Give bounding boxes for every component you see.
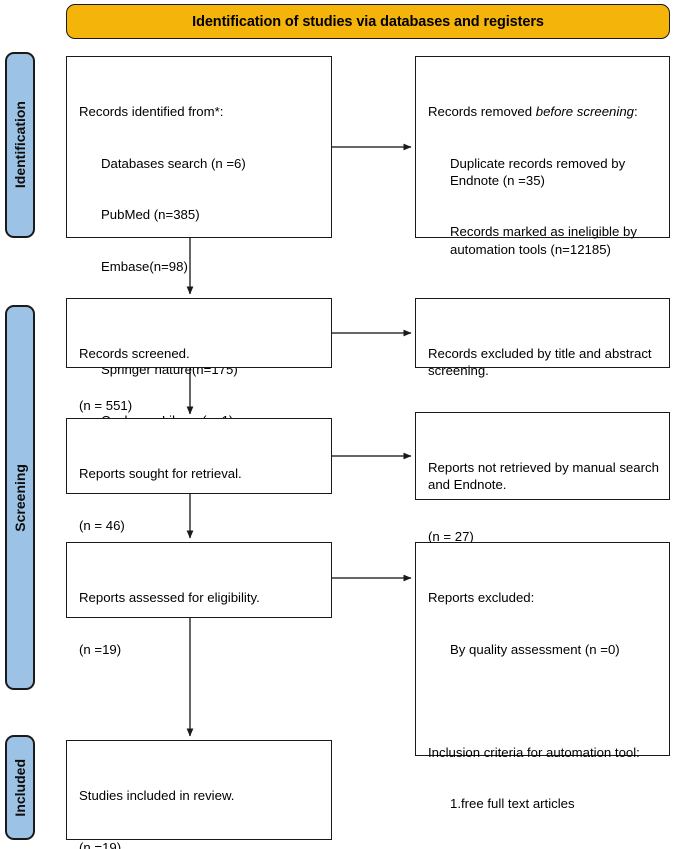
records-screened-label: Records screened. — [79, 346, 190, 362]
box-reports-assessed: Reports assessed for eligibility. (n =19… — [66, 542, 332, 657]
inclusion-criterion-1: 1.free full text articles — [450, 796, 575, 812]
studies-included-label: Studies included in review. — [79, 788, 235, 804]
box-records-excluded-screening: Records excluded by title and abstract s… — [415, 298, 670, 430]
records-ineligible-automation: Records marked as ineligible by automati… — [450, 224, 641, 257]
records-identified-heading: Records identified from*: — [79, 104, 224, 120]
box-studies-included: Studies included in review. (n =19) — [66, 740, 332, 849]
box-reports-sought: Reports sought for retrieval. (n = 46) — [66, 418, 332, 533]
diagram-title-text: Identification of studies via databases … — [192, 13, 544, 30]
records-removed-heading-italic: before screening — [535, 104, 634, 120]
phase-bar-screening: Screening — [5, 305, 35, 690]
reports-assessed-count: (n =19) — [79, 641, 122, 657]
source-embase: Embase(n=98) — [101, 258, 188, 274]
box-reports-not-retrieved: Reports not retrieved by manual search a… — [415, 412, 670, 544]
records-removed-heading: Records removed before screening: — [428, 103, 659, 120]
phase-label-identification: Identification — [12, 101, 28, 189]
records-excluded-label: Records excluded by title and abstract s… — [428, 346, 656, 379]
spacer-line — [428, 692, 659, 709]
phase-bar-identification: Identification — [5, 52, 35, 238]
box-records-identified: Records identified from*: Databases sear… — [66, 56, 332, 480]
reports-sought-label: Reports sought for retrieval. — [79, 466, 242, 482]
records-removed-heading-post: : — [634, 104, 638, 120]
box-records-removed: Records removed before screening: Duplic… — [415, 56, 670, 257]
reports-not-retrieved-count: (n = 27) — [428, 528, 474, 544]
duplicate-records-removed: Duplicate records removed by Endnote (n … — [450, 155, 629, 188]
inclusion-criteria-heading: Inclusion criteria for automation tool: — [428, 744, 640, 760]
reports-assessed-label: Reports assessed for eligibility. — [79, 590, 260, 606]
box-records-screened: Records screened. (n = 551) — [66, 298, 332, 413]
records-removed-heading-pre: Records removed — [428, 104, 536, 120]
phase-label-screening: Screening — [12, 463, 28, 532]
reports-excluded-quality: By quality assessment (n =0) — [450, 641, 620, 657]
source-pubmed: PubMed (n=385) — [101, 207, 200, 223]
studies-included-count: (n =19) — [79, 839, 122, 849]
reports-sought-count: (n = 46) — [79, 517, 125, 533]
box-reports-excluded: Reports excluded: By quality assessment … — [415, 542, 670, 849]
records-screened-count: (n = 551) — [79, 397, 133, 413]
diagram-title-banner: Identification of studies via databases … — [66, 4, 670, 39]
phase-bar-included: Included — [5, 735, 35, 840]
phase-label-included: Included — [12, 758, 28, 817]
reports-excluded-heading: Reports excluded: — [428, 590, 535, 606]
source-databases-search: Databases search (n =6) — [101, 155, 246, 171]
inclusion-criterion-2: 2.written in English language only — [428, 847, 659, 849]
reports-not-retrieved-label: Reports not retrieved by manual search a… — [428, 460, 663, 493]
